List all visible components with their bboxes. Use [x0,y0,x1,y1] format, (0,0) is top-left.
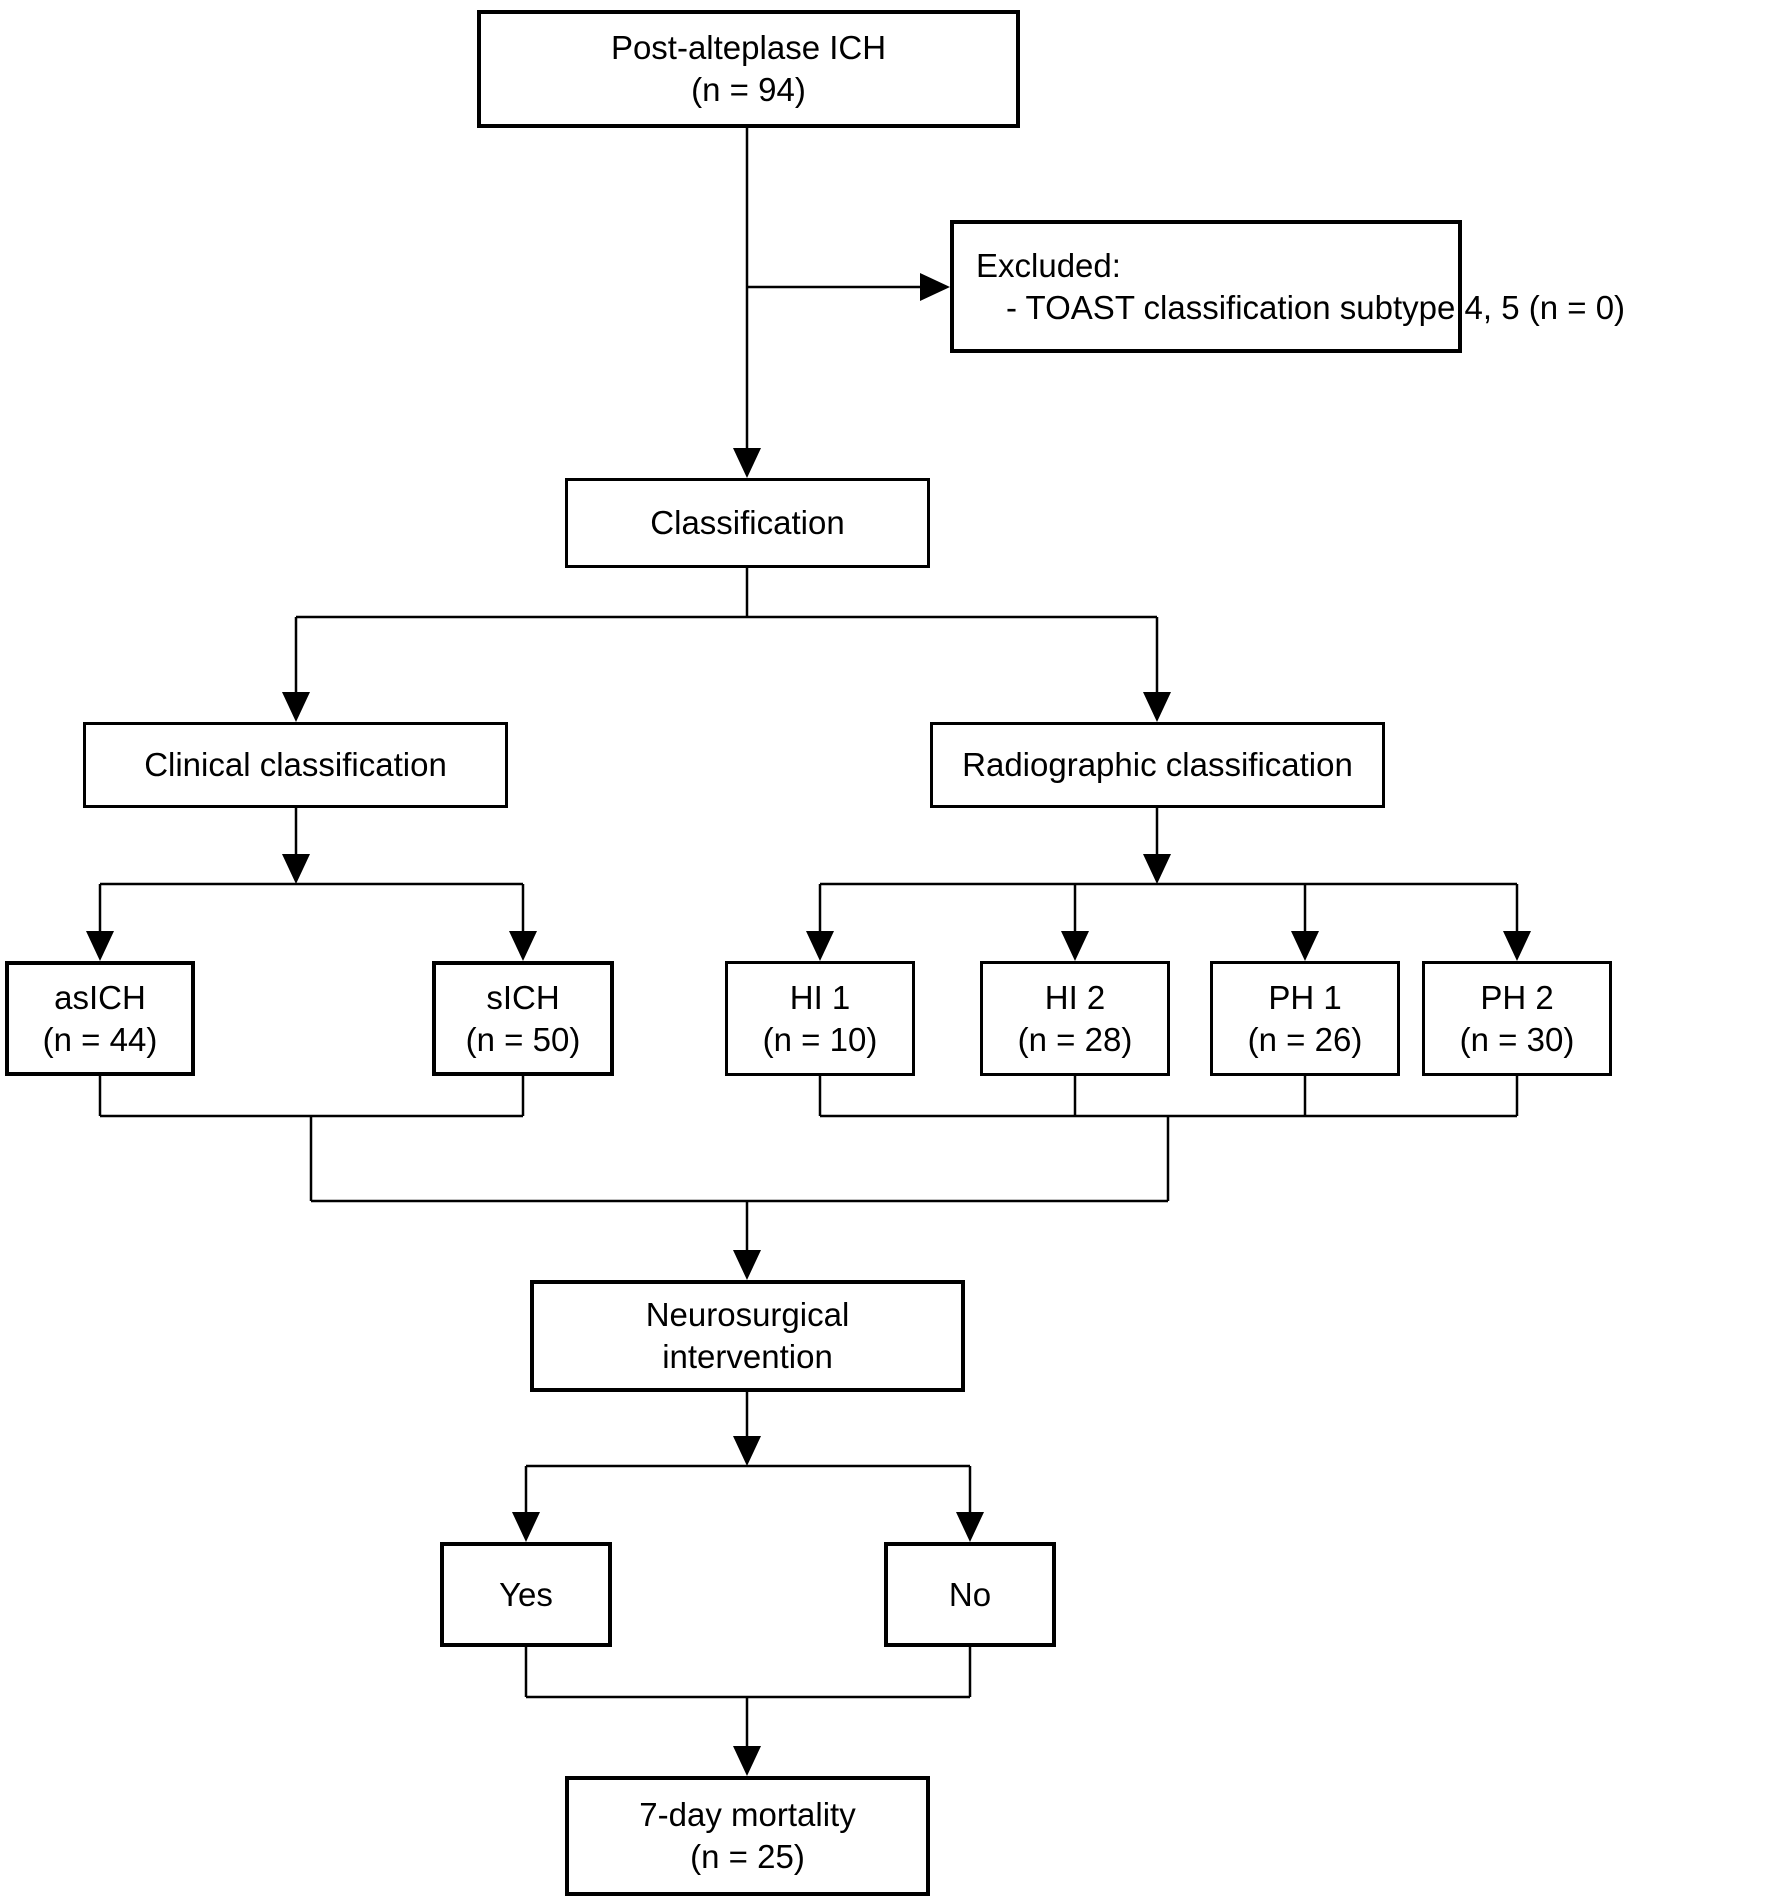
edge-top-to-excluded [747,273,950,301]
node-label: PH 2 [1480,978,1554,1016]
node-count: (n = 26) [1247,1020,1363,1058]
node-label: Radiographic classification [962,746,1353,783]
node-excluded: Excluded: - TOAST classification subtype… [950,220,1625,353]
node-label: Yes [499,1575,553,1613]
node-label: Classification [650,504,845,541]
node-label: HI 1 [789,978,851,1016]
excluded-item: - TOAST classification subtype 4, 5 (n =… [1006,288,1626,326]
edge-classification-split [282,568,1171,722]
node-label: No [948,1575,992,1613]
node-classification: Classification [565,478,930,568]
edge-clinical-join [98,1076,525,1201]
node-label: PH 1 [1268,978,1342,1016]
node-count: (n = 28) [1017,1020,1133,1058]
node-post-alteplase-ich: Post-alteplase ICH (n = 94) [477,10,1020,128]
node-count: (n = 50) [465,1020,581,1058]
edge-radiographic-split [806,808,1531,961]
edge-clinical-split [86,808,537,961]
node-radiographic-classification: Radiographic classification [930,722,1385,808]
node-count: (n = 94) [691,71,806,108]
edge-join-to-neurosurgical [311,1199,1168,1280]
node-count: (n = 44) [42,1020,158,1058]
node-sich: sICH (n = 50) [432,961,614,1076]
edge-neurosurgical-split [512,1392,984,1542]
node-hi2: HI 2 (n = 28) [980,961,1170,1076]
node-label: Clinical classification [144,746,447,783]
node-clinical-classification: Clinical classification [83,722,508,808]
edge-top-to-classification [733,128,761,478]
node-7day-mortality: 7-day mortality (n = 25) [565,1776,930,1896]
node-yes: Yes [440,1542,612,1647]
edge-radiographic-join [818,1076,1519,1201]
node-neurosurgical-intervention: Neurosurgical intervention [530,1280,965,1392]
edge-yesno-join-to-mortality [524,1647,972,1776]
node-label-line1: Neurosurgical [645,1296,850,1333]
node-label-line2: intervention [662,1338,833,1375]
node-label: asICH [54,978,146,1016]
node-no: No [884,1542,1056,1647]
node-label: HI 2 [1044,978,1106,1016]
node-count: (n = 25) [690,1838,805,1875]
node-count: (n = 30) [1459,1020,1575,1058]
node-asich: asICH (n = 44) [5,961,195,1076]
node-ph2: PH 2 (n = 30) [1422,961,1612,1076]
node-label: 7-day mortality [639,1796,856,1833]
node-label: Post-alteplase ICH [610,29,887,66]
node-hi1: HI 1 (n = 10) [725,961,915,1076]
node-count: (n = 10) [762,1020,878,1058]
node-label: sICH [486,978,560,1016]
node-ph1: PH 1 (n = 26) [1210,961,1400,1076]
excluded-title: Excluded: [976,246,1121,284]
